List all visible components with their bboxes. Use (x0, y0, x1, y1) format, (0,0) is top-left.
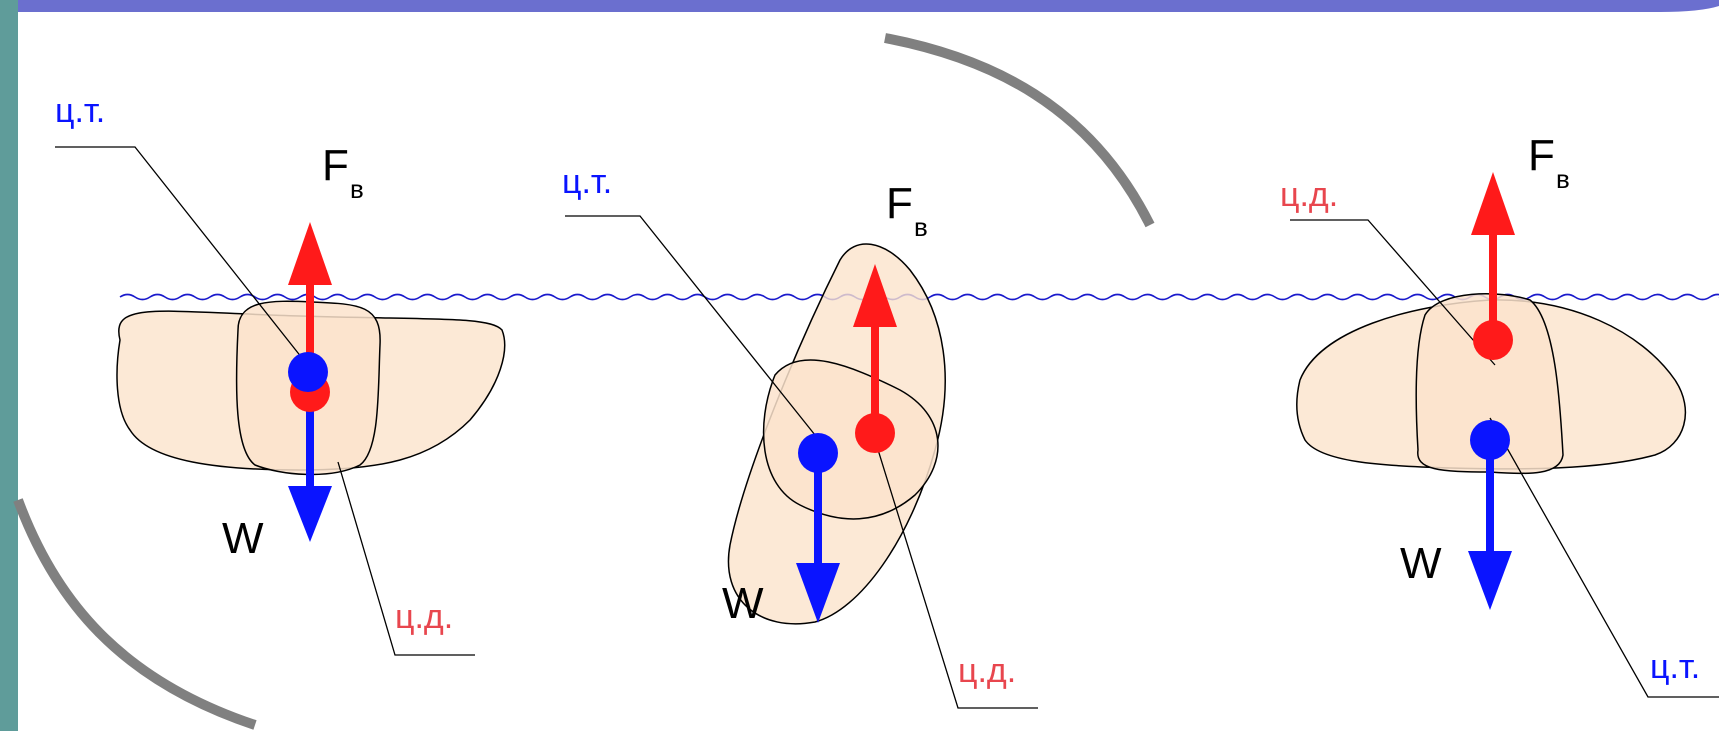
center-of-gravity-dot (798, 433, 838, 473)
weight-label: W (222, 514, 264, 563)
buoyancy-arrow-head (1471, 172, 1515, 235)
cg-leader (565, 215, 816, 436)
cg-label: ц.т. (562, 163, 612, 201)
buoyancy-force-subscript: в (350, 174, 364, 204)
cg-leader (1489, 417, 1719, 698)
buoyancy-force-label: F (1528, 131, 1555, 180)
panel-heeled: ц.т. ц.д. F в W (562, 163, 1038, 709)
buoyancy-arrow-head (288, 222, 332, 285)
hull-cabin (1415, 293, 1564, 475)
buoyancy-force-subscript: в (1556, 164, 1570, 194)
buoyancy-force-label: F (886, 179, 913, 228)
weight-arrow-head (288, 486, 332, 542)
cb-leader (337, 461, 475, 656)
center-of-buoyancy-dot (1473, 320, 1513, 360)
panel-upright: ц.т. ц.д. F в W (55, 92, 506, 656)
weight-label: W (1400, 539, 1442, 588)
cb-label: ц.д. (958, 652, 1016, 690)
hull-cabin (762, 359, 939, 520)
center-of-gravity-dot (288, 352, 328, 392)
center-of-gravity-dot (1470, 420, 1510, 460)
buoyancy-force-label: F (322, 141, 349, 190)
cg-label: ц.т. (55, 92, 105, 130)
panel-righted: ц.д. ц.т. F в W (1280, 131, 1719, 698)
cg-label: ц.т. (1650, 648, 1700, 686)
left-bar (0, 0, 18, 731)
rotation-arc-bottom (13, 498, 257, 730)
weight-arrow-head (1468, 551, 1512, 610)
weight-label: W (722, 579, 764, 628)
cg-leader (55, 146, 303, 359)
center-of-buoyancy-dot (855, 413, 895, 453)
cb-leader (874, 439, 1038, 709)
cb-label: ц.д. (395, 598, 453, 636)
cb-label: ц.д. (1280, 176, 1338, 214)
buoyancy-arrow-head (853, 264, 897, 327)
cb-leader (1290, 219, 1496, 366)
top-bar (0, 0, 1719, 12)
buoyancy-force-subscript: в (914, 212, 928, 242)
weight-arrow-head (796, 563, 840, 623)
rotation-arc-top (884, 33, 1155, 228)
